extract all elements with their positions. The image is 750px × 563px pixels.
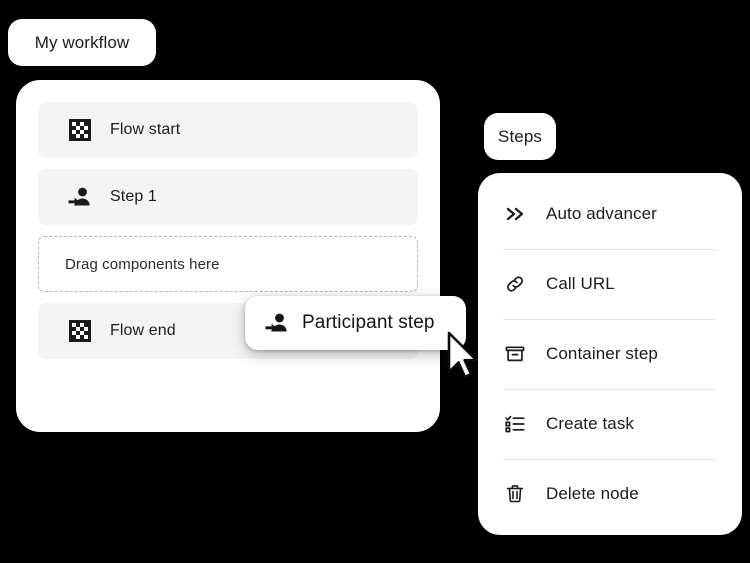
steps-title-label: Steps (498, 126, 542, 146)
steps-list: Auto advancer Call URL (478, 179, 742, 529)
step-label: Auto advancer (546, 204, 657, 223)
checkered-flag-icon (68, 118, 92, 142)
node-label: Flow start (110, 121, 181, 138)
workflow-title-pill[interactable]: My workflow (8, 19, 156, 66)
step-label: Container step (546, 344, 658, 363)
node-label: Step 1 (110, 188, 157, 205)
participant-step-icon (265, 311, 289, 335)
drop-zone[interactable]: Drag components here (38, 236, 418, 292)
checklist-icon (503, 412, 527, 436)
double-chevron-right-icon (503, 202, 527, 226)
step-item-delete-node[interactable]: Delete node (503, 459, 717, 529)
link-icon (503, 272, 527, 296)
step-item-auto-advancer[interactable]: Auto advancer (503, 179, 717, 249)
step-item-create-task[interactable]: Create task (503, 389, 717, 459)
step-label: Delete node (546, 484, 639, 503)
drag-preview-chip[interactable]: Participant step (245, 296, 466, 350)
trash-icon (503, 482, 527, 506)
checkered-flag-icon (68, 319, 92, 343)
container-box-icon (503, 342, 527, 366)
drop-zone-label: Drag components here (65, 255, 220, 273)
steps-panel: Auto advancer Call URL (478, 173, 742, 535)
drag-preview-label: Participant step (302, 312, 435, 333)
step-label: Create task (546, 414, 635, 433)
node-label: Flow end (110, 322, 176, 339)
participant-step-icon (68, 185, 92, 209)
step-label: Call URL (546, 274, 615, 293)
node-row-step-1[interactable]: Step 1 (38, 169, 418, 225)
node-row-flow-start[interactable]: Flow start (38, 102, 418, 158)
workflow-title-label: My workflow (34, 32, 130, 52)
step-item-container-step[interactable]: Container step (503, 319, 717, 389)
steps-title-pill[interactable]: Steps (484, 113, 556, 160)
workflow-canvas-card: Flow start Step 1 Drag components here (16, 80, 440, 432)
step-item-call-url[interactable]: Call URL (503, 249, 717, 319)
